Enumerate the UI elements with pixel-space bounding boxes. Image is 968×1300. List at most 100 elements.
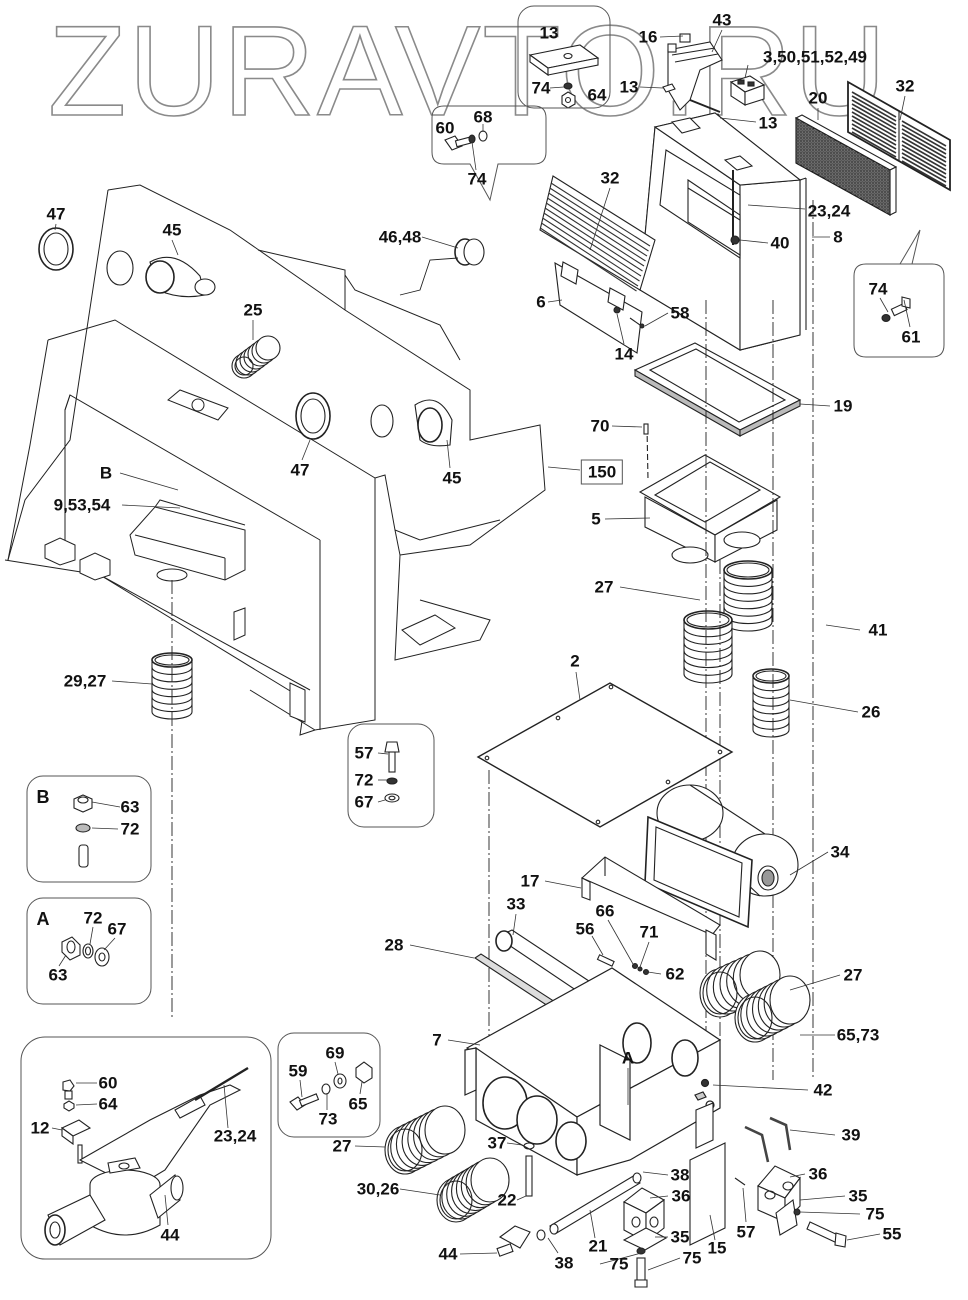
nut-64 (561, 91, 576, 109)
bolt-60-68-74 (444, 130, 488, 151)
leader-line (604, 517, 651, 520)
leader-line (359, 1081, 363, 1095)
leader-line (121, 504, 181, 509)
callout-label: 44 (438, 1244, 458, 1264)
callout-label: 26 (861, 702, 881, 722)
valve-44-detail-art (44, 1066, 249, 1246)
gasket-frame-19 (633, 342, 802, 437)
leader-line (164, 1194, 169, 1226)
vent-ring-47-upper (38, 227, 74, 271)
leader-line (91, 801, 121, 808)
callout-label: 28 (384, 935, 404, 955)
callout-label: 27 (332, 1136, 352, 1156)
fastener-set-56-62 (596, 954, 650, 976)
detail-A-parts (61, 936, 110, 967)
leader-line (171, 239, 179, 256)
cover-15 (689, 1102, 746, 1246)
watermark: ZURAVTO.RU (47, 0, 889, 143)
leader-line (644, 312, 669, 327)
leader-line (51, 1127, 63, 1131)
callout-label: 74 (467, 169, 487, 189)
leader-line (611, 425, 643, 428)
hose-27-lower (683, 610, 733, 684)
frame-detail-A (26, 897, 152, 1005)
leader-line (301, 439, 311, 461)
leader-line (659, 35, 684, 38)
leader-line (799, 1211, 861, 1215)
callout-label: 60 (435, 118, 455, 138)
cover-plate-2 (476, 682, 734, 828)
callout-label: 150 (580, 459, 624, 485)
callout-label: 67 (107, 919, 127, 939)
callout-label: 29,27 (63, 671, 107, 691)
detail-59-65-parts (289, 1061, 373, 1111)
callout-label: 2 (570, 651, 580, 671)
hose-27-right-a (699, 950, 781, 1018)
callout-label: 19 (833, 396, 853, 416)
callout-label: 57 (354, 743, 374, 763)
callout-label: 32 (895, 76, 915, 96)
frame-fastener-top (517, 5, 611, 109)
callout-label: 32 (600, 168, 620, 188)
leader-line (619, 586, 701, 601)
filter-20 (794, 114, 898, 216)
callout-label: 42 (813, 1080, 833, 1100)
callout-label: 37 (487, 1133, 507, 1153)
bolt-75-lower (634, 1247, 648, 1288)
callout-label: B (99, 463, 113, 483)
hose-27-lower-left (384, 1105, 466, 1175)
callout-label: 3,50,51,52,49 (763, 47, 867, 67)
leader-line (744, 64, 749, 79)
leader-line (512, 913, 517, 936)
plate-13 (528, 44, 600, 77)
bracket-17 (581, 856, 721, 961)
callout-label: 71 (639, 922, 659, 942)
leader-line (789, 1173, 806, 1178)
leader-line (446, 439, 451, 469)
cab-shell-150 (4, 184, 546, 736)
leader-line (516, 1195, 527, 1201)
leader-line (742, 1187, 747, 1223)
callout-label: 72 (120, 819, 140, 839)
callout-label: 55 (882, 1224, 902, 1244)
leader-line (377, 799, 386, 803)
hose-30-26 (436, 1157, 510, 1223)
callout-label: 39 (841, 1125, 861, 1145)
callout-label: 58 (670, 303, 690, 323)
callout-label: 20 (808, 88, 828, 108)
grille-32-rear (847, 80, 951, 192)
leader-line (547, 466, 581, 471)
leader-line (789, 1129, 836, 1136)
leader-46-48-line (399, 257, 459, 296)
louver-grille-32-front (539, 175, 656, 292)
callout-label: 8 (833, 227, 843, 247)
callout-label: 45 (442, 468, 462, 488)
leader-line (899, 95, 906, 121)
callout-label: 14 (614, 344, 634, 364)
bolt-55 (793, 1208, 847, 1248)
valve-block-36-right (757, 1165, 801, 1236)
callout-label: 44 (160, 1225, 180, 1245)
leader-line (599, 1251, 646, 1265)
duct-box-5 (638, 454, 782, 564)
leader-line (591, 935, 604, 956)
access-panel-6 (554, 261, 645, 354)
leader-line (547, 299, 563, 303)
vent-46-48 (454, 238, 485, 266)
callout-label: 46,48 (378, 227, 422, 247)
leader-line (223, 1084, 229, 1129)
leader-line (846, 1233, 881, 1241)
callout-label: 13 (758, 113, 778, 133)
frame-detail-B (26, 775, 152, 883)
callout-label: 47 (46, 204, 66, 224)
callout-label: 23,24 (213, 1126, 257, 1146)
leader-line (879, 297, 889, 313)
leader-line (111, 680, 153, 685)
vent-disc-lower (370, 404, 394, 438)
leader-line (506, 1142, 523, 1146)
callout-label: 40 (770, 233, 790, 253)
callout-label: 34 (830, 842, 850, 862)
leader-line (616, 313, 625, 345)
leader-line (119, 472, 179, 491)
leader-line (647, 1257, 681, 1271)
